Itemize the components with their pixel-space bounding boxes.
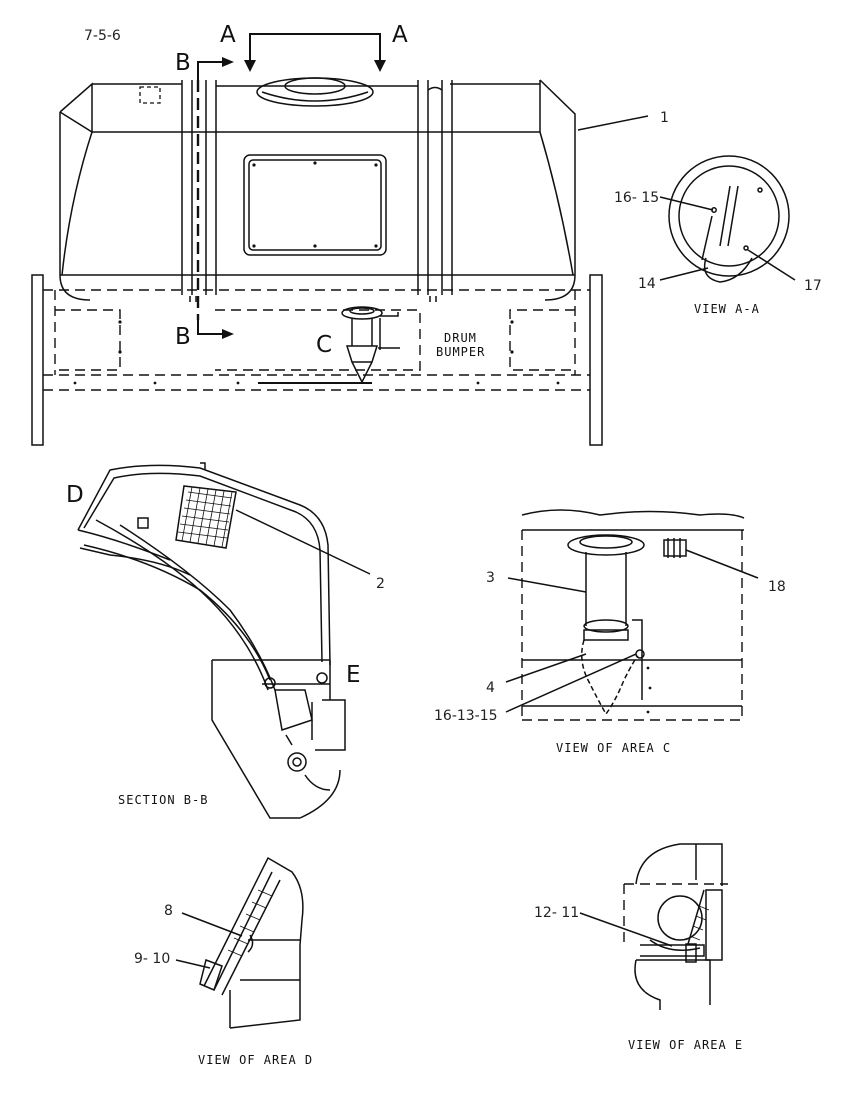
- leader-2: [235, 509, 371, 575]
- callout-16-13-15: 16-13-15: [434, 708, 498, 724]
- area-e-letter: E: [346, 662, 361, 688]
- leader-16-13-15: [505, 653, 637, 713]
- view-aa-cap: [659, 155, 796, 283]
- leader-16-15: [659, 196, 714, 211]
- section-a-left-letter: A: [220, 22, 236, 48]
- section-b-top-letter: B: [175, 50, 191, 76]
- section-bb-caption: SECTION B-B: [118, 793, 208, 807]
- callout-18: 18: [768, 579, 786, 595]
- callout-2: 2: [376, 576, 385, 592]
- view-c-drain: [505, 509, 759, 721]
- section-a-marker: [244, 33, 386, 72]
- section-bb-view: [77, 462, 371, 819]
- callout-4: 4: [486, 680, 495, 696]
- leader-9-10: [175, 959, 211, 969]
- leader-8: [181, 912, 243, 937]
- leader-4: [505, 653, 587, 683]
- callout-14: 14: [638, 276, 656, 292]
- filler-cap: [256, 77, 374, 107]
- callout-3: 3: [486, 570, 495, 586]
- callout-16-15: 16- 15: [614, 190, 659, 206]
- area-d-letter: D: [66, 482, 84, 508]
- leader-18: [685, 549, 759, 579]
- callout-17: 17: [804, 278, 822, 294]
- drum-label-line1: DRUM: [444, 331, 477, 345]
- leader-14: [659, 267, 709, 281]
- tank-main-view: [31, 33, 603, 446]
- view-e-caption: VIEW OF AREA E: [628, 1038, 743, 1052]
- leader-1: [577, 115, 649, 131]
- leader-17: [747, 249, 796, 281]
- callout-8: 8: [164, 903, 173, 919]
- leader-12-11: [579, 912, 673, 947]
- view-e-detail: [579, 843, 728, 1010]
- section-b-bottom-letter: B: [175, 324, 191, 350]
- strainer-screen: [175, 485, 237, 549]
- callout-7-5-6: 7-5-6: [84, 28, 121, 44]
- tank-body: [59, 79, 576, 301]
- view-d-caption: VIEW OF AREA D: [198, 1053, 313, 1067]
- drain-valve: [341, 306, 400, 384]
- callout-9-10: 9- 10: [134, 951, 170, 967]
- section-a-right-letter: A: [392, 22, 408, 48]
- drum-bumper: [31, 274, 603, 446]
- area-c-letter: C: [316, 332, 332, 358]
- callout-1: 1: [660, 110, 669, 126]
- label-plate: [139, 86, 161, 104]
- leader-3: [507, 577, 587, 593]
- view-aa-caption: VIEW A-A: [694, 302, 760, 316]
- drum-label-line2: BUMPER: [436, 345, 485, 359]
- view-c-caption: VIEW OF AREA C: [556, 741, 671, 755]
- view-d-detail: [175, 856, 304, 1029]
- callout-12-11: 12- 11: [534, 905, 579, 921]
- section-b-marker: [196, 57, 234, 339]
